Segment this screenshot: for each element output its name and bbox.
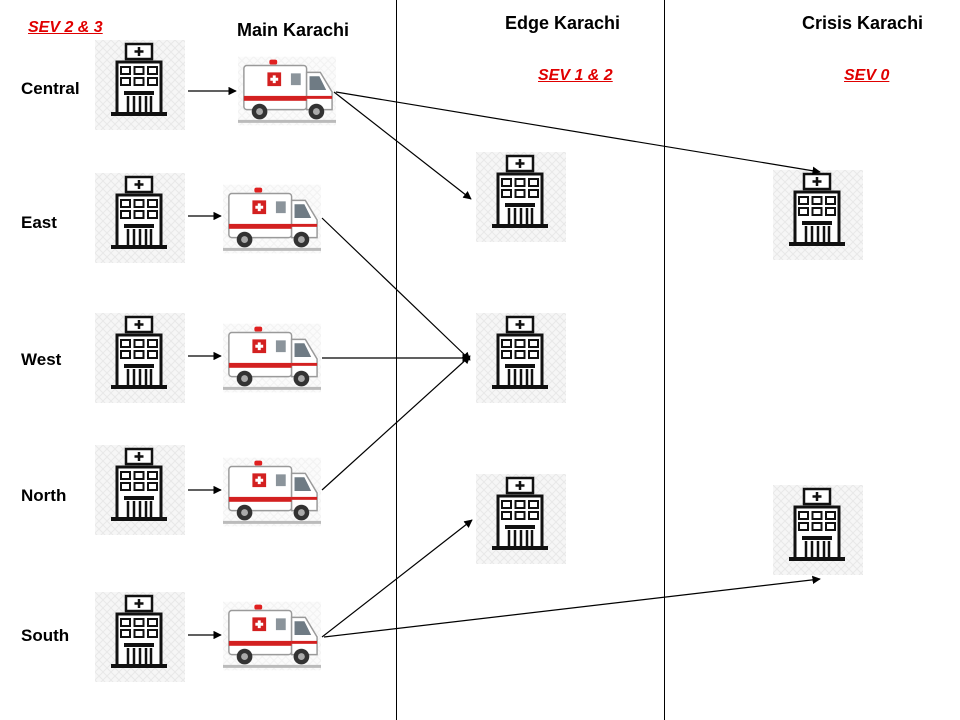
ambulance-icon <box>223 600 321 672</box>
arrow-east-to-edge <box>321 217 471 361</box>
hospital-icon <box>476 474 566 564</box>
column-divider-right <box>664 0 665 720</box>
ambulance-icon <box>223 322 321 394</box>
column-title-crisis: Crisis Karachi <box>802 13 924 33</box>
region-label-central: Central <box>21 79 80 98</box>
arrow-central-to-edge <box>333 91 472 200</box>
sev-label-main: SEV 2 & 3 <box>28 19 103 36</box>
sev-label-crisis: SEV 0 <box>844 67 890 84</box>
hospital-icon <box>476 313 566 403</box>
hospital-icon <box>95 445 185 535</box>
column-title-main: Main Karachi <box>237 20 350 40</box>
region-label-west: West <box>21 350 62 369</box>
ambulance-icon <box>238 55 336 127</box>
hospital-icon <box>476 152 566 242</box>
column-title-edge: Edge Karachi <box>505 13 621 33</box>
region-label-north: North <box>21 486 67 505</box>
column-divider-left <box>396 0 397 720</box>
region-label-south: South <box>21 626 70 645</box>
hospital-icon <box>95 592 185 682</box>
hospital-icon <box>95 40 185 130</box>
ambulance-icon <box>223 456 321 528</box>
hospital-icon <box>773 485 863 575</box>
hospital-icon <box>95 173 185 263</box>
arrow-south-to-crisis <box>323 575 821 638</box>
arrow-central-to-crisis <box>335 91 821 175</box>
arrow-north-to-edge <box>321 355 471 491</box>
region-label-east: East <box>21 213 57 232</box>
arrow-south-to-edge <box>321 519 473 638</box>
hospital-icon <box>773 170 863 260</box>
ambulance-icon <box>223 183 321 255</box>
sev-label-edge: SEV 1 & 2 <box>538 67 613 84</box>
hospital-icon <box>95 313 185 403</box>
